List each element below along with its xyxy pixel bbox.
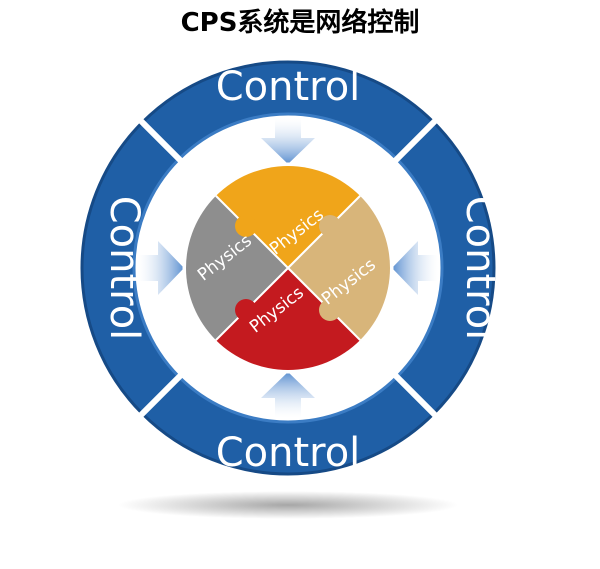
puzzle-knob (319, 215, 341, 237)
arrow-up-icon (261, 372, 315, 418)
physics-puzzle (182, 162, 394, 374)
ring-label-right: Control (457, 196, 503, 341)
ring-label-bottom: Control (216, 430, 361, 476)
puzzle-knob (235, 299, 257, 321)
ring-divider (138, 118, 183, 163)
arrow-left-icon (392, 241, 438, 295)
ring-divider (393, 118, 438, 163)
ring-shadow (118, 491, 458, 519)
puzzle-knob (235, 215, 257, 237)
diagram-title: CPS系统是网络控制 (180, 8, 420, 38)
control-ring (80, 60, 496, 476)
arrow-right-icon (138, 241, 184, 295)
ring-label-top: Control (216, 64, 361, 110)
ring-divider (138, 373, 183, 418)
ring-divider (393, 373, 438, 418)
puzzle-knob (319, 299, 341, 321)
arrow-down-icon (261, 118, 315, 164)
